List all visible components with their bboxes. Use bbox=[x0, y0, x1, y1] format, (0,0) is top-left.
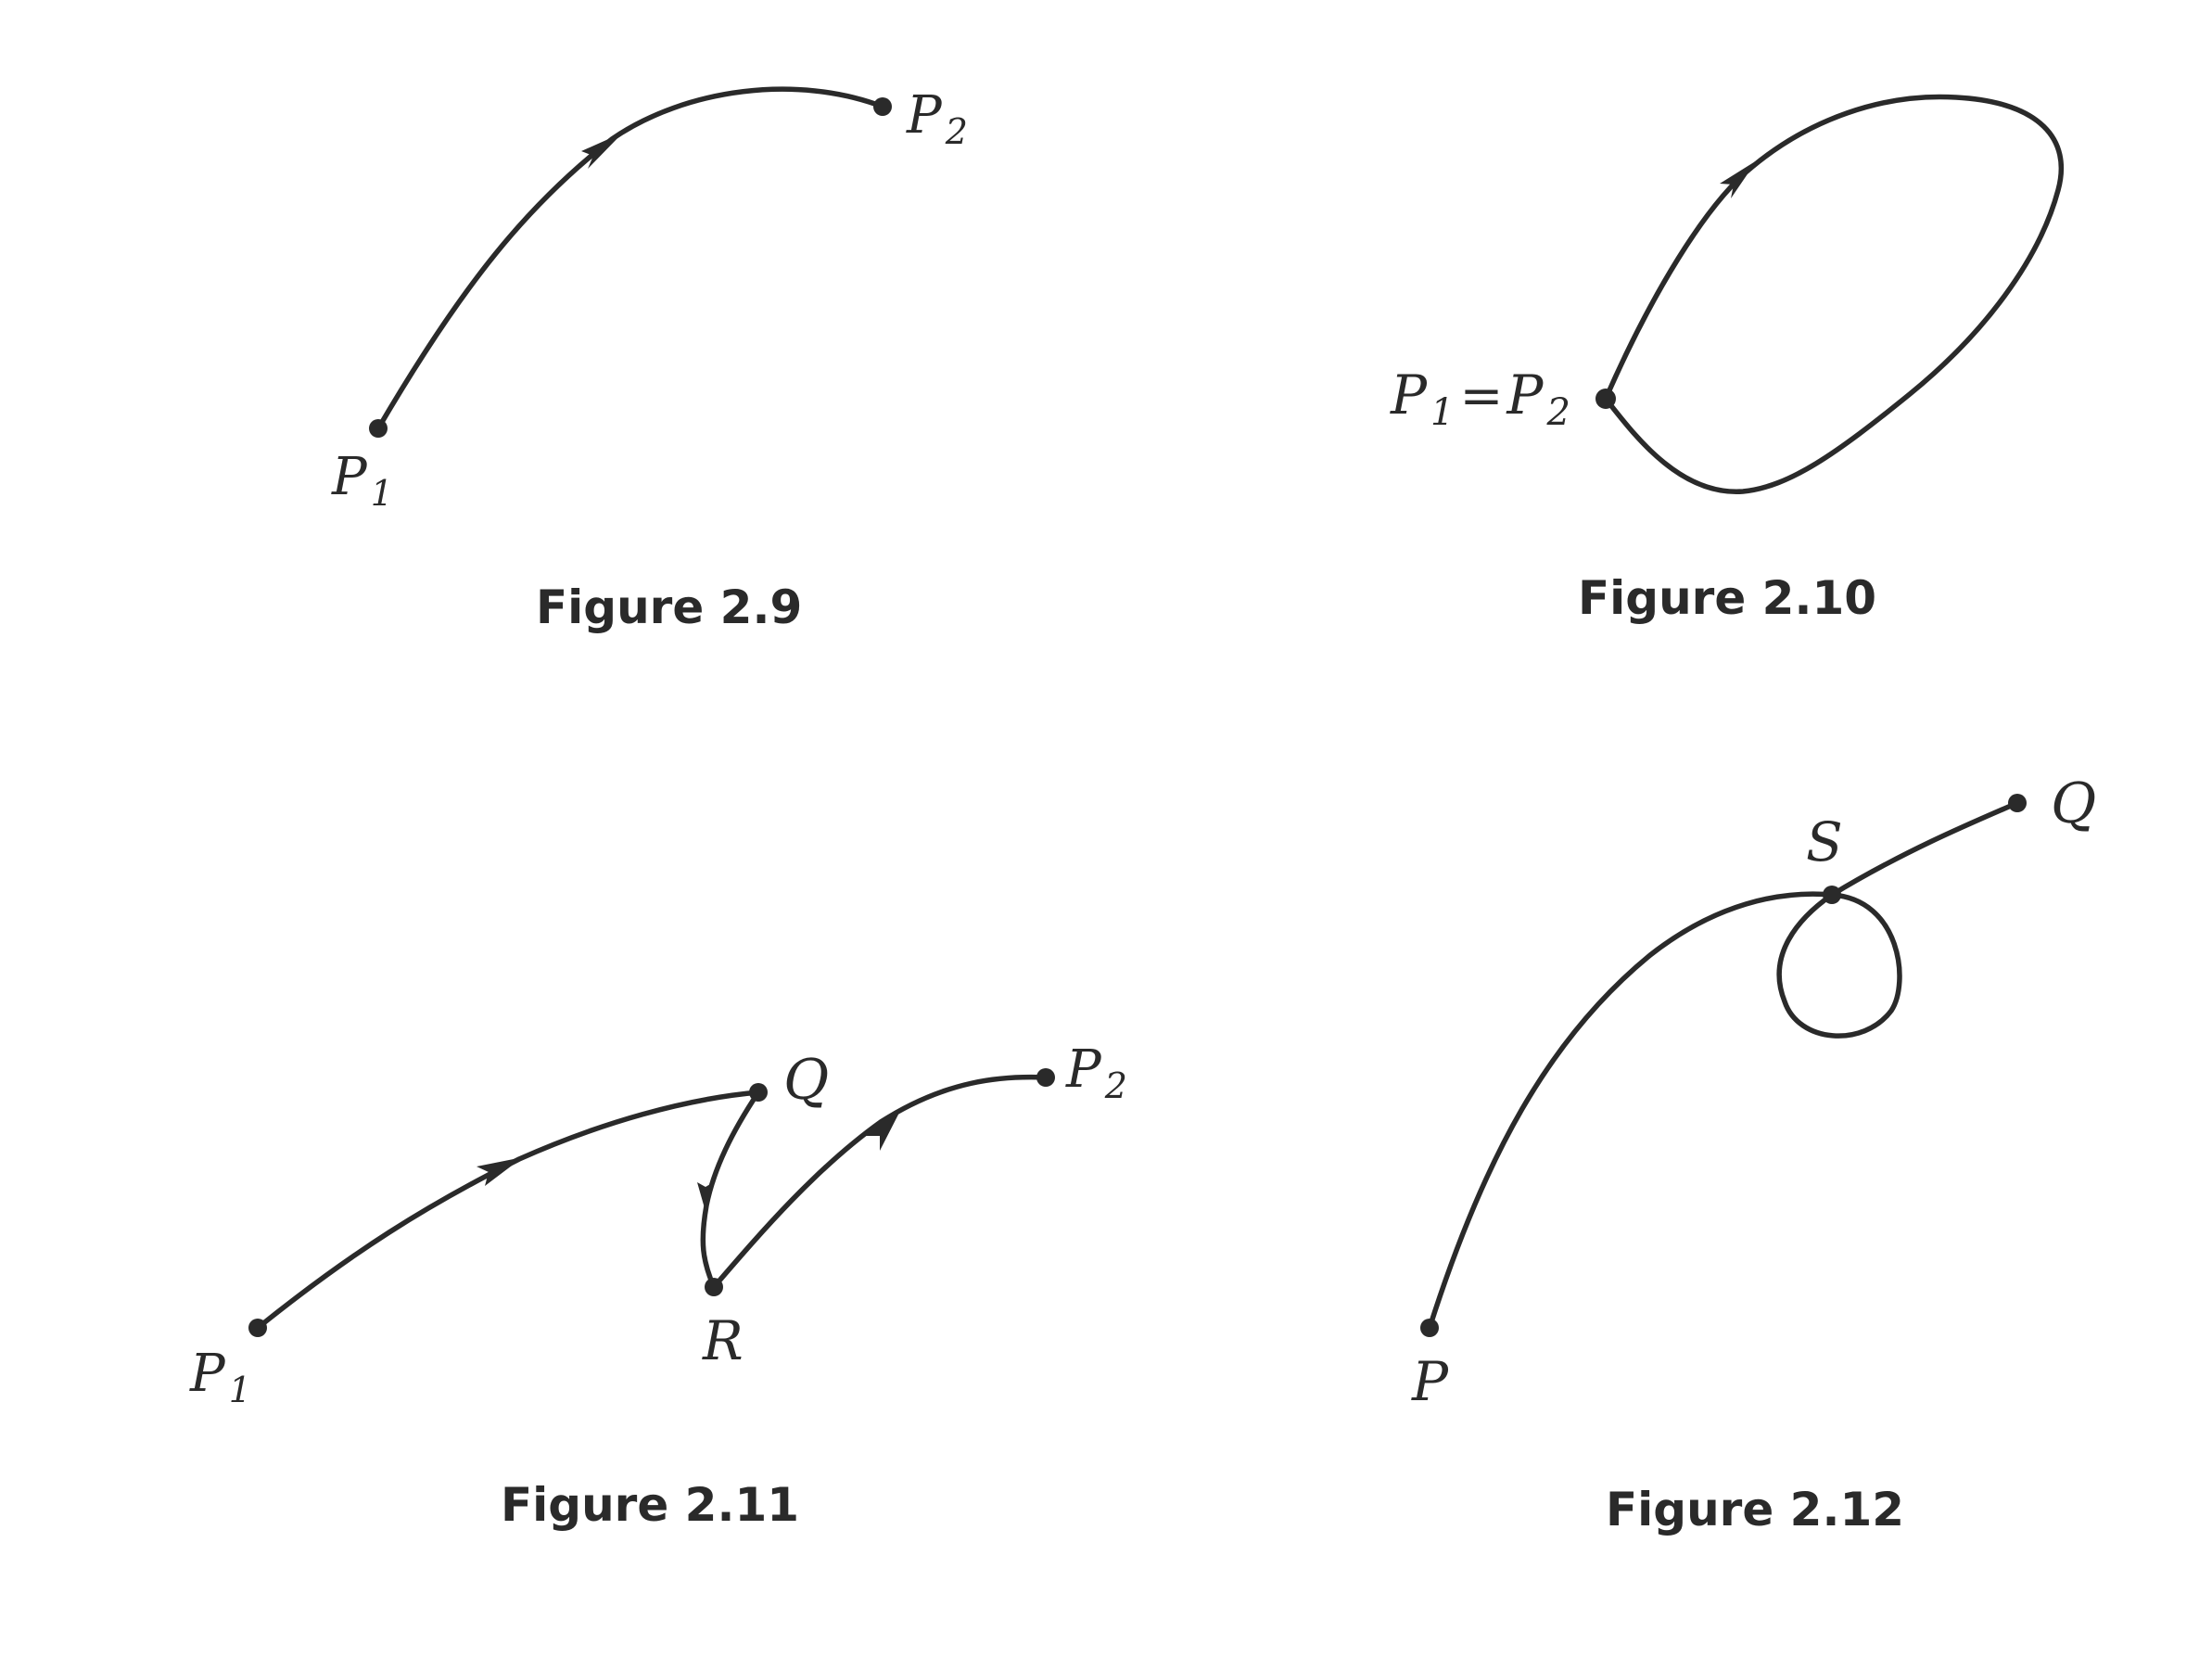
caption-figure-2-12: Figure 2.12 bbox=[1606, 1483, 1904, 1536]
caption-figure-2-9: Figure 2.9 bbox=[536, 580, 802, 634]
point-r-dot bbox=[705, 1278, 723, 1296]
point-p1-dot bbox=[248, 1319, 267, 1337]
point-p2-dot bbox=[1036, 1068, 1055, 1087]
curve-p-to-q bbox=[1427, 800, 2020, 1331]
closed-curve bbox=[1603, 94, 2065, 494]
point-q-dot bbox=[749, 1083, 768, 1102]
label-q: Q bbox=[783, 1048, 829, 1113]
label-p2-sub: 2 bbox=[1104, 1065, 1127, 1106]
point-p2-dot bbox=[873, 97, 892, 116]
point-s-dot bbox=[1823, 886, 1841, 904]
point-q-dot bbox=[2008, 794, 2027, 812]
point-p1-dot bbox=[369, 419, 388, 438]
direction-arrow-r-p2 bbox=[866, 1109, 901, 1151]
curve-r-to-p2 bbox=[711, 1074, 1049, 1290]
label-p: P bbox=[1411, 1350, 1449, 1413]
label-p1-name: P bbox=[189, 1344, 226, 1404]
label-s: S bbox=[1806, 810, 1843, 873]
label-r: R bbox=[702, 1309, 744, 1372]
label-p1-name: P bbox=[1390, 363, 1428, 427]
label-p1-sub: 1 bbox=[229, 1370, 251, 1410]
caption-figure-2-11: Figure 2.11 bbox=[501, 1478, 799, 1532]
curve-p1-to-p2 bbox=[375, 86, 885, 431]
curve-p1-to-q bbox=[255, 1090, 761, 1331]
label-p2-sub: 2 bbox=[1545, 391, 1570, 434]
label-p2-name: P bbox=[1506, 363, 1544, 427]
label-p2-name: P bbox=[906, 85, 943, 146]
point-p-dot bbox=[1420, 1319, 1439, 1337]
label-equals: = bbox=[1459, 366, 1503, 427]
label-p1-sub: 1 bbox=[1430, 391, 1454, 434]
label-p2-sub: 2 bbox=[945, 111, 968, 152]
caption-figure-2-10: Figure 2.10 bbox=[1578, 571, 1876, 625]
direction-arrow-q-r bbox=[697, 1182, 712, 1215]
curve-q-to-r bbox=[700, 1090, 761, 1290]
label-p1-sub: 1 bbox=[371, 473, 393, 514]
point-p1-p2-dot bbox=[1595, 389, 1616, 409]
direction-arrow bbox=[1720, 160, 1757, 198]
direction-arrow-p1-q bbox=[477, 1157, 523, 1186]
direction-arrow bbox=[581, 133, 623, 169]
figure-2-12: P S Q Figure 2.12 bbox=[1411, 771, 2096, 1536]
label-q: Q bbox=[2051, 771, 2096, 836]
label-p2-name: P bbox=[1065, 1039, 1102, 1100]
label-p1-name: P bbox=[331, 447, 368, 507]
